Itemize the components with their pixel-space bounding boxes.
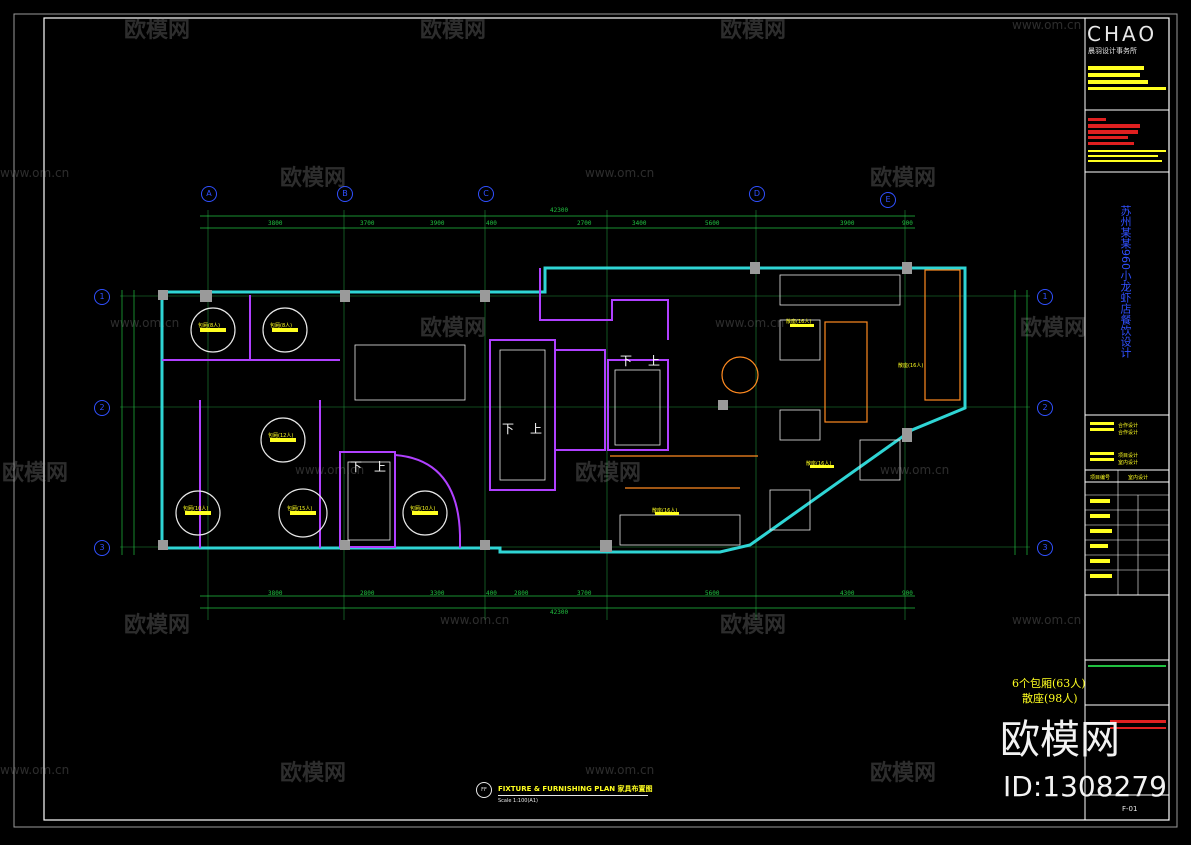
summary-private-rooms: 6个包厢(63人) <box>1012 677 1086 690</box>
interior-walls <box>162 268 669 548</box>
brand-logo: CHAO <box>1087 22 1157 46</box>
title-block <box>1084 18 1169 820</box>
dimension-lines <box>121 215 1028 609</box>
dim-bottom-seg: 5600 <box>705 590 720 597</box>
room-label: 包厢(10人) <box>183 506 209 512</box>
room-label: 包厢(10人) <box>410 506 436 512</box>
dim-bottom-seg: 400 <box>486 590 497 597</box>
room-label: 散座(16人) <box>806 461 832 467</box>
drawing-number: F-01 <box>1122 805 1138 813</box>
room-label: 散座(16人) <box>652 508 678 514</box>
stair-down-label: 下 <box>350 460 363 474</box>
grid-bubble-c: C <box>478 186 494 202</box>
field-label: 项目编号 <box>1090 475 1111 481</box>
room-label: 包厢(8人) <box>198 323 221 329</box>
stair-down-label: 下 <box>502 422 515 436</box>
field-label: 项目设计 <box>1118 453 1139 459</box>
grid-bubble-right-2: 2 <box>1037 400 1053 416</box>
grid-bubble-e: E <box>880 192 896 208</box>
field-label: 室内设计 <box>1118 460 1139 466</box>
brand-subtitle: 晨羽设计事务所 <box>1088 47 1137 55</box>
dim-top-seg: 5600 <box>705 220 720 227</box>
stair-up-label: 上 <box>530 422 543 436</box>
view-bubble: FF <box>476 782 492 798</box>
field-label: 合作设计 <box>1118 430 1139 436</box>
grid-bubble-a: A <box>201 186 217 202</box>
dim-top-total: 42300 <box>550 207 569 214</box>
plan-scale: Scale 1:100(A1) <box>498 798 538 804</box>
grid-bubble-left-3: 3 <box>94 540 110 556</box>
grid-lines <box>120 210 1030 620</box>
field-label: 室内设计 <box>1128 475 1149 481</box>
grid-bubble-d: D <box>749 186 765 202</box>
dim-bottom-seg: 4300 <box>840 590 855 597</box>
sheet-inner-border <box>43 17 1170 821</box>
booth-seating <box>610 269 961 489</box>
stairs <box>347 349 661 541</box>
grid-bubble-left-1: 1 <box>94 289 110 305</box>
columns <box>158 262 912 552</box>
dim-top-seg: 2700 <box>577 220 592 227</box>
stair-up-label: 上 <box>374 460 387 474</box>
plan-title-underline <box>498 795 648 796</box>
dim-top-seg: 900 <box>902 220 913 227</box>
dim-top-seg: 3900 <box>430 220 445 227</box>
grid-bubble-right-1: 1 <box>1037 289 1053 305</box>
dim-bottom-seg: 3800 <box>268 590 283 597</box>
room-label: 散座(16人) <box>898 363 924 369</box>
dim-bottom-seg: 2800 <box>360 590 375 597</box>
project-name: 苏州某某960小龙虾店餐饮设计 <box>1119 205 1132 358</box>
field-label: 合作设计 <box>1118 423 1139 429</box>
sheet-outer-border <box>13 13 1178 828</box>
dim-bottom-seg: 900 <box>902 590 913 597</box>
room-label: 包厢(8人) <box>270 323 293 329</box>
dim-top-seg: 400 <box>486 220 497 227</box>
dining-furniture <box>354 274 901 546</box>
grid-bubble-left-2: 2 <box>94 400 110 416</box>
room-label: 包厢(15人) <box>287 506 313 512</box>
plan-title: FIXTURE & FURNISHING PLAN 家具布置图 <box>498 785 653 793</box>
room-label: 包厢(12人) <box>268 433 294 439</box>
dim-bottom-seg: 3700 <box>577 590 592 597</box>
dim-bottom-seg: 2800 <box>514 590 529 597</box>
stair-down-label: 下 <box>620 354 633 368</box>
round-tables <box>175 307 448 538</box>
grid-bubble-right-3: 3 <box>1037 540 1053 556</box>
stair-up-label: 上 <box>648 354 661 368</box>
grid-bubble-b: B <box>337 186 353 202</box>
label-marks <box>185 324 834 515</box>
dim-top-seg: 3700 <box>360 220 375 227</box>
seating-summary: 6个包厢(63人) 散座(98人) <box>1012 676 1086 706</box>
room-label: 散座(16人) <box>786 319 812 325</box>
summary-dining: 散座(98人) <box>1022 692 1078 705</box>
dim-top-seg: 3800 <box>268 220 283 227</box>
dim-top-seg: 3900 <box>840 220 855 227</box>
dim-top-seg: 3400 <box>632 220 647 227</box>
building-walls <box>160 266 967 554</box>
dim-bottom-seg: 3300 <box>430 590 445 597</box>
dim-bottom-total: 42300 <box>550 609 569 616</box>
brand-name: CHAO <box>1087 22 1158 46</box>
